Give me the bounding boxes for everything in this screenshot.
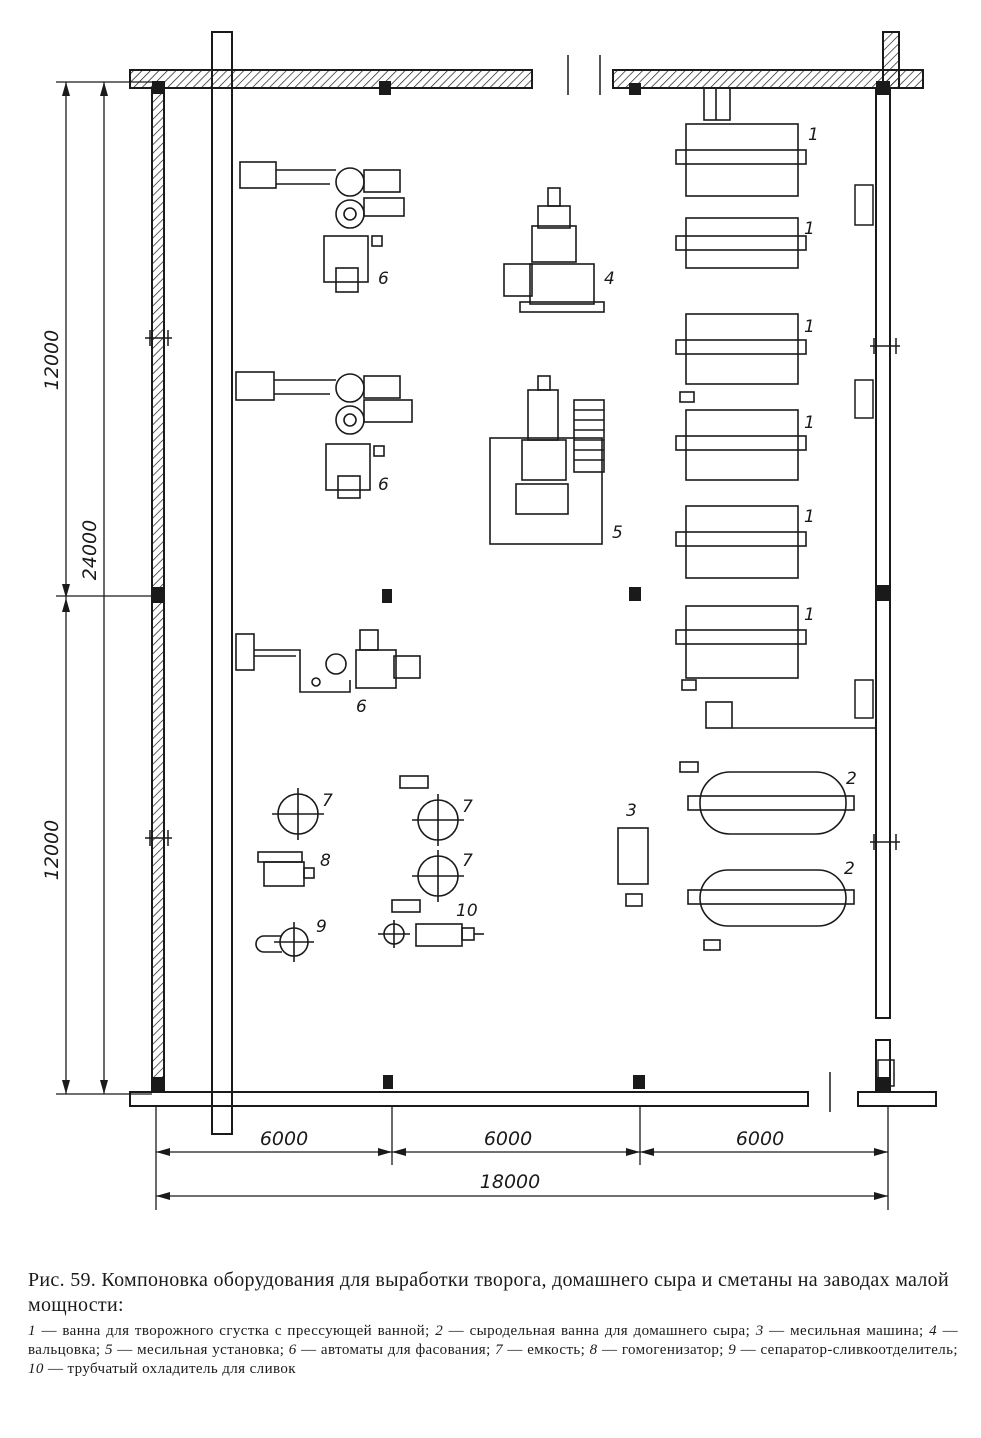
label-bath-curd: 1: [808, 125, 819, 145]
label-kneading-unit: 5: [612, 523, 623, 543]
caption-legend: 1 — ванна для творожного сгустка с пресс…: [28, 1322, 958, 1379]
legend-item: 5 — месильная установка;: [105, 1342, 289, 1358]
bottom-wall-right: [857, 1091, 937, 1107]
legend-number: 5: [104, 1342, 113, 1358]
legend-number: 3: [755, 1323, 764, 1339]
kneading-machine: [617, 827, 649, 907]
legend-text: — ванна для творожного сгустка с прессую…: [35, 1323, 436, 1339]
pillar: [383, 1075, 393, 1089]
label-filling-automat: 6: [356, 697, 367, 717]
homogenizer: [257, 851, 315, 887]
label-cooler: 10: [456, 901, 478, 921]
tanks: [272, 775, 464, 902]
pillar: [633, 1075, 645, 1089]
label-bath-curd: 1: [804, 507, 815, 527]
legend-item: 3 — месильная машина;: [756, 1323, 929, 1339]
legend-text: — вальцовка;: [28, 1323, 958, 1358]
left-duct: [211, 31, 233, 1135]
figure-caption: Рис. 59. Компоновка оборудования для выр…: [28, 1268, 958, 1379]
legend-item: 6 — автоматы для фасования;: [289, 1342, 495, 1358]
right-wall: [875, 87, 891, 1019]
pillar: [152, 81, 165, 94]
label-bath-curd: 1: [804, 317, 815, 337]
filling-automat-3: [235, 629, 421, 693]
legend-number: 9: [728, 1342, 737, 1358]
label-filling-automat: 6: [378, 475, 389, 495]
legend-item: 7 — емкость;: [495, 1342, 590, 1358]
legend-item: 1 — ванна для творожного сгустка с пресс…: [28, 1323, 435, 1339]
separator: [255, 922, 314, 962]
label-bath-curd: 1: [804, 605, 815, 625]
label-filling-automat: 6: [378, 269, 389, 289]
legend-text: — гомогенизатор;: [597, 1342, 729, 1358]
dim-vertical-total: 24000: [79, 520, 101, 580]
legend-item: 2 — сыродельная ванна для домашнего сыра…: [435, 1323, 755, 1339]
legend-text: — емкость;: [502, 1342, 590, 1358]
right-wall-top: [882, 31, 900, 89]
pillar: [876, 81, 890, 95]
top-wall-right: [612, 69, 924, 89]
legend-number: 8: [589, 1342, 598, 1358]
legend-text: — сыродельная ванна для домашнего сыра;: [443, 1323, 756, 1339]
label-bath-cheese: 2: [844, 859, 855, 879]
legend-number: 1: [28, 1323, 36, 1339]
pillar: [379, 81, 391, 95]
dim-horizontal-bay-3: 6000: [736, 1128, 784, 1150]
equipment-layout-plan: 12000 24000 12000 6000 6000 6000 18000 1…: [41, 31, 937, 1210]
kneading-unit: [489, 375, 605, 545]
dim-horizontal-total: 18000: [480, 1171, 540, 1193]
legend-number: 7: [495, 1342, 503, 1358]
legend-number: 2: [435, 1323, 444, 1339]
dim-vertical-lower: 12000: [41, 820, 63, 880]
label-kneading-machine: 3: [626, 801, 637, 821]
label-bath-cheese: 2: [846, 769, 857, 789]
legend-item: 4 — вальцовка;: [28, 1323, 958, 1358]
caption-title: Рис. 59. Компоновка оборудования для выр…: [28, 1268, 958, 1318]
curd-baths: [675, 87, 876, 729]
label-bath-curd: 1: [804, 413, 815, 433]
bottom-wall: [129, 1091, 809, 1107]
pillar: [876, 585, 890, 601]
label-tank: 7: [322, 791, 333, 811]
cooler: [378, 899, 484, 948]
pillar: [152, 587, 165, 603]
legend-number: 6: [288, 1342, 297, 1358]
rolling-mill: [503, 187, 605, 313]
dim-horizontal-bay-1: 6000: [260, 1128, 308, 1150]
legend-item: 10 — трубчатый охладитель для сливок: [28, 1361, 296, 1377]
label-bath-curd: 1: [804, 219, 815, 239]
pillar: [629, 83, 641, 95]
pillar: [152, 1077, 165, 1093]
filling-automat-2: [235, 371, 413, 499]
label-tank: 7: [462, 797, 473, 817]
legend-item: 8 — гомогенизатор;: [590, 1342, 729, 1358]
dim-vertical-upper: 12000: [41, 330, 63, 390]
caption-number: Рис. 59.: [28, 1269, 97, 1291]
top-wall-left: [129, 69, 533, 89]
legend-text: — трубчатый охладитель для сливок: [43, 1361, 296, 1377]
dim-horizontal-bay-2: 6000: [484, 1128, 532, 1150]
label-separator: 9: [316, 917, 327, 937]
pillar: [382, 589, 392, 603]
legend-text: — месильная установка;: [112, 1342, 289, 1358]
legend-text: — автоматы для фасования;: [296, 1342, 496, 1358]
legend-text: — месильная машина;: [763, 1323, 930, 1339]
filling-automat-1: [239, 161, 405, 293]
legend-number: 10: [28, 1361, 44, 1377]
legend-item: 9 — сепаратор-сливкоотделитель;: [728, 1342, 958, 1358]
label-tank: 7: [462, 851, 473, 871]
label-homogenizer: 8: [320, 851, 331, 871]
label-rolling-mill: 4: [604, 269, 615, 289]
cheese-baths: [679, 761, 855, 951]
pillar: [876, 1077, 890, 1091]
caption-text: Компоновка оборудования для выработки тв…: [28, 1269, 949, 1316]
legend-number: 4: [929, 1323, 938, 1339]
legend-text: — сепаратор-сливкоотделитель;: [736, 1342, 958, 1358]
pillar: [629, 587, 641, 601]
